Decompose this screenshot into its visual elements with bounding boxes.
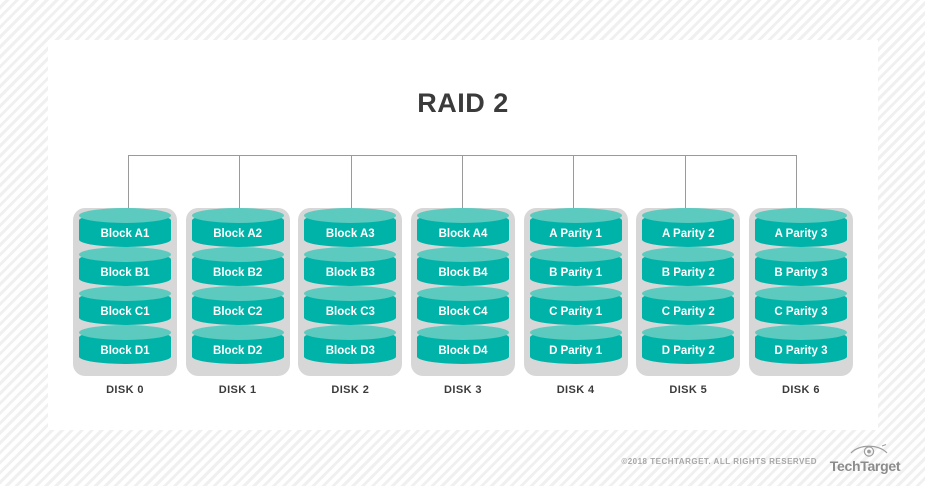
disk-platter: D Parity 3: [754, 325, 847, 364]
disk-platter: A Parity 2: [642, 208, 735, 247]
disk-platter: Block D4: [416, 325, 509, 364]
disk-platter: Block B3: [304, 247, 397, 286]
page-title: RAID 2: [417, 88, 509, 118]
platter-label: Block A2: [213, 227, 263, 240]
connector-drop-5: [684, 155, 686, 223]
disk-platter: A Parity 3: [754, 208, 847, 247]
disk-platter: Block C2: [191, 286, 284, 325]
disk-platter: C Parity 1: [529, 286, 622, 325]
platter-label: B Parity 2: [661, 266, 715, 279]
platter-label: Block A3: [325, 227, 375, 240]
platter-stack: Block A3 Block B3 Block C3 Block D3: [304, 208, 397, 364]
disk-4: A Parity 1 B Parity 1 C Parity 1 D Parity 1…: [523, 208, 628, 418]
disk-platter: B Parity 2: [642, 247, 735, 286]
platter-label: B Parity 1: [549, 266, 603, 279]
disk-label: DISK 5: [669, 384, 708, 396]
platter-stack: Block A1 Block B1 Block C1 Block D1: [79, 208, 171, 364]
platter-label: A Parity 3: [774, 227, 828, 240]
disk-platter: Block A4: [416, 208, 509, 247]
disk-platter: Block C1: [79, 286, 171, 325]
footer: ©2018 TECHTARGET. ALL RIGHTS RESERVED Te…: [0, 440, 925, 486]
eye-icon: [849, 443, 889, 459]
disk-3: Block A4 Block B4 Block C4 Block D4 DISK 3: [410, 208, 515, 418]
techtarget-wordmark: TechTarget: [829, 458, 901, 474]
disk-label: DISK 4: [556, 384, 595, 396]
techtarget-logo: TechTarget: [823, 443, 907, 477]
disk-platter: Block A3: [304, 208, 397, 247]
connector-drop-4: [573, 155, 575, 223]
platter-label: Block A1: [100, 227, 150, 240]
disk-label: DISK 2: [331, 384, 370, 396]
disk-platter: Block B1: [79, 247, 171, 286]
disk-platter: B Parity 1: [529, 247, 622, 286]
connector-drop-1: [239, 155, 241, 223]
platter-label: Block C2: [213, 305, 263, 318]
disk-platter: A Parity 1: [529, 208, 622, 247]
platter-label: D Parity 3: [774, 344, 828, 357]
disk-label: DISK 3: [444, 384, 482, 396]
disk-platter: D Parity 2: [642, 325, 735, 364]
disk-platter: Block D3: [304, 325, 397, 364]
platter-label: B Parity 3: [774, 266, 828, 279]
platter-label: Block C1: [100, 305, 150, 318]
platter-label: C Parity 3: [774, 305, 828, 318]
disk-platter: Block D1: [79, 325, 171, 364]
diagram-card: RAID 2 Block A1 Block B1 Block C1 Block D1 D…: [48, 40, 878, 430]
platter-label: Block B4: [438, 266, 488, 279]
platter-stack: A Parity 3 B Parity 3 C Parity 3 D Parity 3: [754, 208, 847, 364]
connector-drop-6: [796, 155, 797, 223]
connector-drop-3: [462, 155, 463, 223]
platter-label: A Parity 1: [549, 227, 602, 240]
disk-platter: B Parity 3: [754, 247, 847, 286]
disk-0: Block A1 Block B1 Block C1 Block D1 DISK 0: [73, 208, 177, 418]
platter-stack: A Parity 1 B Parity 1 C Parity 1 D Parity 1: [529, 208, 622, 364]
platter-label: Block D2: [213, 344, 263, 357]
platter-label: Block C3: [325, 305, 375, 318]
platter-label: Block B1: [100, 266, 150, 279]
disk-label: DISK 0: [106, 384, 144, 396]
connector-drop-0: [128, 155, 129, 223]
disk-platter: D Parity 1: [529, 325, 622, 364]
disk-label: DISK 6: [782, 384, 820, 396]
platter-label: Block D4: [438, 344, 488, 357]
platter-label: Block D3: [325, 344, 375, 357]
platter-label: Block C4: [438, 305, 488, 318]
platter-label: D Parity 1: [549, 344, 603, 357]
disk-1: Block A2 Block B2 Block C2 Block D2 DISK 1: [185, 208, 290, 418]
disk-2: Block A3 Block B3 Block C3 Block D3 DISK 2: [298, 208, 403, 418]
platter-stack: Block A4 Block B4 Block C4 Block D4: [416, 208, 509, 364]
disk-platter: Block D2: [191, 325, 284, 364]
disk-platter: Block C3: [304, 286, 397, 325]
disk-platter: Block B4: [416, 247, 509, 286]
disk-5: A Parity 2 B Parity 2 C Parity 2 D Parity 2…: [636, 208, 741, 418]
disk-platter: Block A1: [79, 208, 171, 247]
platter-label: C Parity 2: [661, 305, 715, 318]
connector-drop-2: [350, 155, 352, 223]
disk-platter: Block A2: [191, 208, 284, 247]
disk-platter: C Parity 3: [754, 286, 847, 325]
platter-label: Block A4: [438, 227, 488, 240]
copyright-text: ©2018 TECHTARGET. ALL RIGHTS RESERVED: [621, 457, 817, 466]
platter-label: D Parity 2: [661, 344, 715, 357]
disk-platter: Block B2: [191, 247, 284, 286]
platter-label: Block D1: [100, 344, 150, 357]
disk-label: DISK 1: [218, 384, 257, 396]
platter-label: Block B2: [213, 266, 263, 279]
platter-label: Block B3: [325, 266, 375, 279]
platter-label: A Parity 2: [661, 227, 715, 240]
disk-6: A Parity 3 B Parity 3 C Parity 3 D Parity 3…: [748, 208, 853, 418]
disk-platter: C Parity 2: [642, 286, 735, 325]
disk-platter: Block C4: [416, 286, 509, 325]
platter-stack: A Parity 2 B Parity 2 C Parity 2 D Parity 2: [642, 208, 735, 364]
platter-label: C Parity 1: [549, 305, 603, 318]
platter-stack: Block A2 Block B2 Block C2 Block D2: [191, 208, 284, 364]
